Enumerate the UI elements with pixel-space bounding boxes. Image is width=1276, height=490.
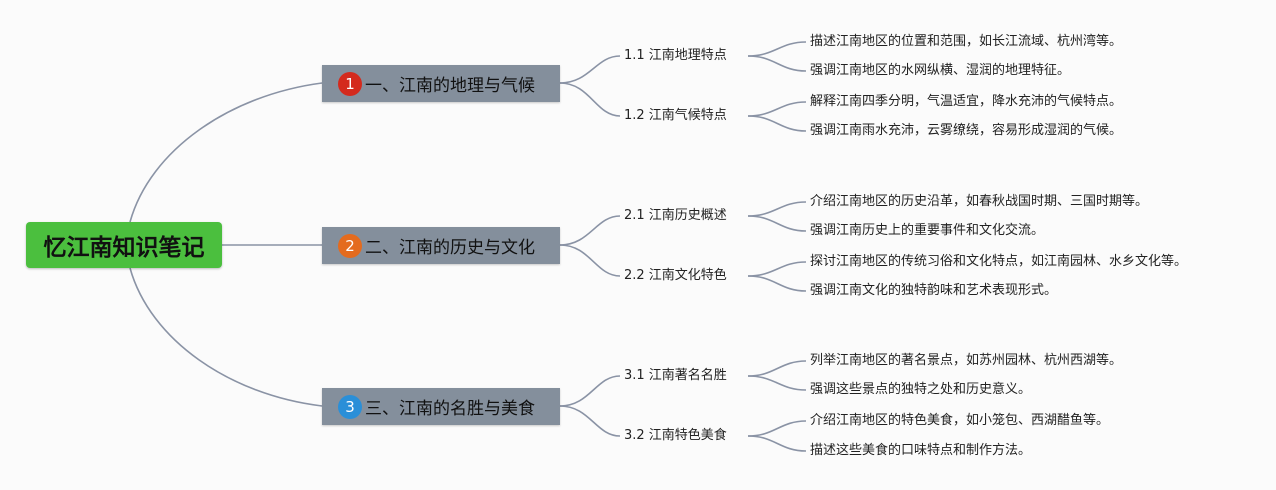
connector-sub-3-2-detail-1 xyxy=(747,420,807,437)
connector-sub-2-2-detail-1 xyxy=(747,261,807,277)
connector-sub-2-1-detail-1 xyxy=(747,201,807,217)
connector-root-topic-3 xyxy=(129,267,323,407)
topic-3-number-badge: 3 xyxy=(338,394,362,419)
topic-node-2[interactable]: 2 二、江南的历史与文化 xyxy=(322,227,560,264)
topic-3-title: 三、江南的名胜与美食 xyxy=(365,399,535,419)
detail-2-2-1[interactable]: 探讨江南地区的传统习俗和文化特点，如江南园林、水乡文化等。 xyxy=(810,254,1188,269)
root-title: 忆江南知识笔记 xyxy=(43,235,205,261)
detail-3-2-2[interactable]: 描述这些美食的口味特点和制作方法。 xyxy=(810,443,1032,458)
detail-1-1-2[interactable]: 强调江南地区的水网纵横、湿润的地理特征。 xyxy=(810,63,1071,78)
subtopic-1-1[interactable]: 1.1 江南地理特点 xyxy=(624,48,727,63)
detail-1-1-1[interactable]: 描述江南地区的位置和范围，如长江流域、杭州湾等。 xyxy=(810,34,1123,49)
topic-2-number-badge: 2 xyxy=(338,233,362,258)
subtopic-3-1[interactable]: 3.1 江南著名名胜 xyxy=(624,368,727,383)
detail-2-1-1[interactable]: 介绍江南地区的历史沿革，如春秋战国时期、三国时期等。 xyxy=(810,194,1149,209)
connector-topic-1-sub-2 xyxy=(559,82,621,117)
connector-sub-2-1-detail-2 xyxy=(747,215,807,232)
topic-node-1[interactable]: 1 一、江南的地理与气候 xyxy=(322,65,560,102)
connector-topic-2-sub-1 xyxy=(559,215,621,246)
connector-topic-2-sub-2 xyxy=(559,244,621,277)
connector-sub-2-2-detail-2 xyxy=(747,275,807,292)
detail-3-2-1[interactable]: 介绍江南地区的特色美食，如小笼包、西湖醋鱼等。 xyxy=(810,413,1110,428)
connector-sub-3-2-detail-2 xyxy=(747,435,807,452)
detail-2-1-2[interactable]: 强调江南历史上的重要事件和文化交流。 xyxy=(810,223,1045,238)
connector-sub-3-1-detail-1 xyxy=(747,360,807,377)
subtopic-2-2[interactable]: 2.2 江南文化特色 xyxy=(624,268,727,283)
connector-topic-3-sub-2 xyxy=(559,405,621,437)
topic-node-3[interactable]: 3 三、江南的名胜与美食 xyxy=(322,388,560,425)
connector-sub-1-2-detail-2 xyxy=(747,115,807,132)
topic-1-number-badge: 1 xyxy=(338,71,362,96)
detail-3-1-1[interactable]: 列举江南地区的著名景点，如苏州园林、杭州西湖等。 xyxy=(810,353,1123,368)
detail-1-2-2[interactable]: 强调江南雨水充沛，云雾缭绕，容易形成湿润的气候。 xyxy=(810,123,1123,138)
topic-2-title: 二、江南的历史与文化 xyxy=(365,238,535,258)
detail-3-1-2[interactable]: 强调这些景点的独特之处和历史意义。 xyxy=(810,382,1032,397)
connector-topic-3-sub-1 xyxy=(559,375,621,407)
connector-sub-3-1-detail-2 xyxy=(747,375,807,391)
connector-sub-1-1-detail-1 xyxy=(747,41,807,57)
connector-topic-1-sub-1 xyxy=(559,55,621,84)
subtopic-1-2[interactable]: 1.2 江南气候特点 xyxy=(624,108,727,123)
topic-1-title: 一、江南的地理与气候 xyxy=(365,76,535,96)
subtopic-3-2[interactable]: 3.2 江南特色美食 xyxy=(624,428,727,443)
connector-sub-1-2-detail-1 xyxy=(747,101,807,117)
subtopic-2-1[interactable]: 2.1 江南历史概述 xyxy=(624,208,727,223)
detail-2-2-2[interactable]: 强调江南文化的独特韵味和艺术表现形式。 xyxy=(810,283,1058,298)
detail-1-2-1[interactable]: 解释江南四季分明，气温适宜，降水充沛的气候特点。 xyxy=(810,94,1123,109)
root-node[interactable]: 忆江南知识笔记 xyxy=(26,222,222,268)
connector-root-topic-1 xyxy=(129,82,323,223)
connector-sub-1-1-detail-2 xyxy=(747,55,807,72)
